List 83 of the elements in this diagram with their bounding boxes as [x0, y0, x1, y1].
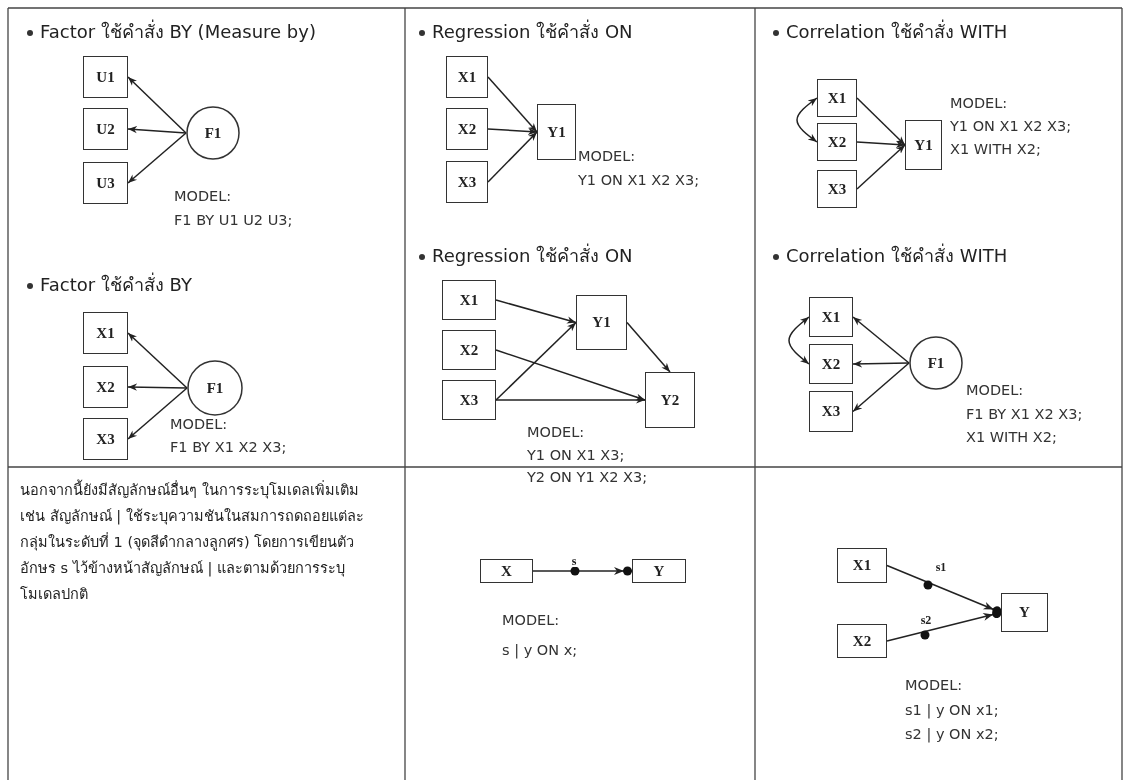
section-heading: Factor ใช้คำสั่ง BY [40, 273, 192, 297]
variable-box: X3 [442, 380, 496, 420]
variable-box: X2 [446, 108, 488, 150]
variable-box: U2 [83, 108, 128, 150]
arrow [127, 383, 188, 391]
variable-box: X2 [817, 123, 857, 161]
arrow [852, 360, 910, 368]
arrow [495, 321, 577, 401]
arrow [487, 131, 538, 183]
variable-box: X1 [446, 56, 488, 98]
model-syntax: MODEL: [527, 423, 585, 442]
variable-box: Y1 [537, 104, 576, 160]
variable-box: X2 [83, 366, 128, 408]
arrow [856, 140, 906, 149]
model-syntax: X1 WITH X2; [950, 140, 1041, 159]
model-syntax: MODEL: [966, 381, 1024, 400]
variable-box: X1 [837, 548, 887, 583]
model-syntax: Y1 ON X1 X2 X3; [950, 117, 1072, 136]
variable-box: X3 [817, 170, 857, 208]
arrow [487, 127, 538, 136]
arrow [856, 144, 906, 190]
variable-box: X1 [83, 312, 128, 354]
variable-box: X2 [837, 624, 887, 658]
variable-box: X [480, 559, 533, 583]
model-syntax: MODEL: [174, 187, 232, 206]
arrow [532, 566, 633, 576]
variable-box: X2 [809, 344, 853, 384]
section-heading: Regression ใช้คำสั่ง ON [432, 20, 633, 44]
factor-circle: F1 [186, 106, 240, 160]
variable-box: X3 [83, 418, 128, 460]
factor-circle: F1 [909, 336, 963, 390]
variable-box: Y [1001, 593, 1048, 632]
variable-box: X1 [817, 79, 857, 117]
arrow [886, 609, 1002, 642]
variable-box: X2 [442, 330, 496, 370]
variable-box: U1 [83, 56, 128, 98]
model-syntax: F1 BY X1 X2 X3; [966, 405, 1083, 424]
arrow [856, 97, 906, 146]
arrow [127, 332, 188, 389]
factor-circle: F1 [187, 360, 243, 416]
edge-label: s1 [934, 561, 948, 573]
model-syntax: Y2 ON Y1 X2 X3; [527, 468, 648, 487]
variable-box: Y1 [905, 120, 942, 170]
description-text: นอกจากนี้ยังมีสัญลักษณ์อื่นๆ ในการระบุโมเดลเพิ่มเติม เช่น สัญลักษณ์ | ใช้ระบุความชันในสมการถดถอยแต่ละกลุ่มในระดับที่ 1 (จุดสีดำกลางลูกศร) โดยการเขียนตัวอักษร s ไว้ข้างหน้าสัญลักษณ์ | และตามด้วยการระบุโมเดลปกติ [20, 477, 380, 607]
section-heading: Correlation ใช้คำสั่ง WITH [786, 244, 1008, 268]
variable-box: X3 [446, 161, 488, 203]
model-syntax: MODEL: [502, 611, 560, 630]
arrow [127, 132, 187, 184]
arrow [127, 387, 188, 440]
variable-box: U3 [83, 162, 128, 204]
correlation-arrow [796, 97, 818, 143]
model-syntax: MODEL: [950, 94, 1008, 113]
model-syntax: s2 | y ON x2; [905, 725, 999, 744]
variable-box: Y [632, 559, 686, 583]
arrow [127, 126, 187, 134]
arrow [487, 76, 538, 133]
model-syntax: MODEL: [170, 415, 228, 434]
arrow [495, 299, 577, 324]
arrow [495, 396, 646, 404]
model-syntax: X1 WITH X2; [966, 428, 1057, 447]
model-syntax: F1 BY U1 U2 U3; [174, 211, 293, 230]
model-syntax: F1 BY X1 X2 X3; [170, 438, 287, 457]
model-syntax: MODEL: [578, 147, 636, 166]
correlation-arrow [788, 316, 810, 365]
variable-box: Y1 [576, 295, 627, 350]
section-heading: Factor ใช้คำสั่ง BY (Measure by) [40, 20, 316, 44]
arrow [852, 316, 910, 364]
model-syntax: Y1 ON X1 X2 X3; [578, 171, 700, 190]
model-syntax: s | y ON x; [502, 641, 578, 660]
model-syntax: MODEL: [905, 676, 963, 695]
variable-box: X1 [809, 297, 853, 337]
arrow [495, 349, 646, 401]
arrow [127, 76, 187, 134]
variable-box: Y2 [645, 372, 695, 428]
section-heading: Regression ใช้คำสั่ง ON [432, 244, 633, 268]
arrow [852, 362, 910, 413]
edge-label: s2 [919, 614, 933, 626]
section-heading: Correlation ใช้คำสั่ง WITH [786, 20, 1008, 44]
variable-box: X3 [809, 391, 853, 432]
variable-box: X1 [442, 280, 496, 320]
model-syntax: s1 | y ON x1; [905, 701, 999, 720]
arrow [626, 321, 671, 373]
model-syntax: Y1 ON X1 X3; [527, 446, 625, 465]
